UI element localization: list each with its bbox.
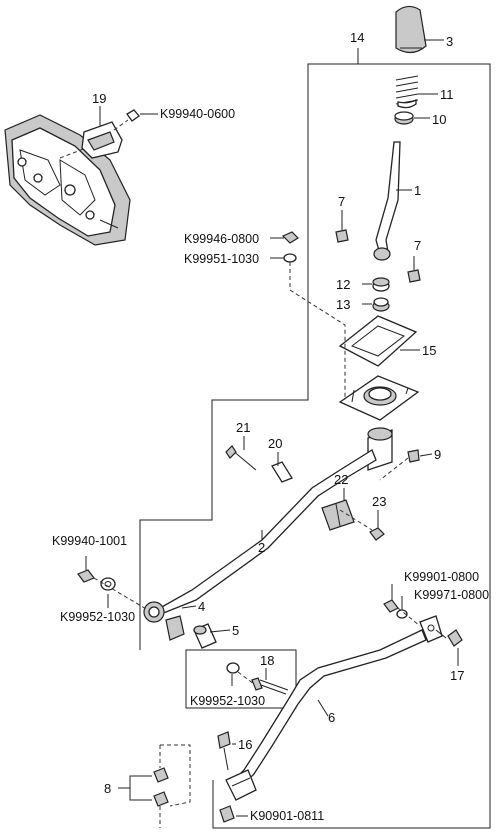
part-number-k99940-1001: K99940-1001 [52, 534, 127, 548]
bolt-17 [435, 629, 463, 647]
callout-23: 23 [372, 494, 386, 509]
bolt-9 [379, 449, 420, 481]
washer-k99951 [283, 253, 297, 263]
callout-7-lower: 7 [414, 238, 421, 253]
lever-housing [338, 375, 420, 421]
callout-7-upper: 7 [338, 194, 345, 209]
leader-lines [85, 39, 459, 817]
callout-10: 10 [432, 112, 446, 127]
callout-21: 21 [236, 420, 250, 435]
bolt-16 [217, 731, 231, 771]
pin-20 [271, 461, 293, 483]
callout-16: 16 [238, 737, 252, 752]
nut-k90901 [219, 805, 235, 823]
callout-5: 5 [232, 623, 239, 638]
callout-13: 13 [336, 297, 350, 312]
callout-labels: 3 14 11 10 1 7 7 19 12 13 15 9 21 20 22 … [92, 30, 464, 796]
bolt-7-lower [407, 256, 421, 283]
shift-lever-1 [373, 141, 401, 261]
part-number-k99971-0800: K99971-0800 [414, 588, 489, 602]
stud-18 [226, 662, 289, 695]
nut-k99901 [383, 599, 399, 613]
callout-11: 11 [440, 87, 454, 102]
part-number-k99951-1030: K99951-1030 [184, 252, 259, 266]
boot-plate-15 [338, 315, 418, 367]
callout-15: 15 [422, 343, 436, 358]
body-panel-illustration [4, 114, 131, 246]
bushing-10 [394, 111, 414, 125]
assembly-group-outline [139, 63, 491, 829]
callout-2: 2 [258, 540, 265, 555]
bolt-7-upper [335, 210, 349, 243]
nut-k99946 [281, 231, 299, 244]
bushing-13 [372, 297, 390, 312]
nut-k99940-1001 [77, 569, 95, 583]
callout-1: 1 [414, 183, 421, 198]
callout-20: 20 [268, 436, 282, 451]
part-number-k99946-0800: K99946-0800 [184, 232, 259, 246]
callout-18: 18 [260, 653, 274, 668]
bolt-21 [225, 445, 257, 471]
collar-5 [193, 623, 217, 649]
callout-6: 6 [328, 710, 335, 725]
part-number-labels: K99940-0600 K99946-0800 K99951-1030 K999… [52, 107, 489, 823]
lower-bracket [225, 769, 257, 801]
block-22 [321, 499, 355, 531]
callout-14: 14 [350, 30, 364, 45]
callout-12: 12 [336, 277, 350, 292]
callout-19: 19 [92, 91, 106, 106]
washer-k99952-left [100, 577, 116, 591]
nut-23 [339, 509, 385, 541]
callout-9: 9 [434, 447, 441, 462]
bracket-right [419, 615, 443, 643]
callout-22: 22 [334, 472, 348, 487]
part-number-k99901-0800: K99901-0800 [404, 570, 479, 584]
cup-12 [372, 277, 390, 292]
part-number-k90901-0811: K90901-0811 [250, 809, 324, 823]
callout-17: 17 [450, 668, 464, 683]
part-number-k99952-1030-box: K99952-1030 [190, 694, 265, 708]
callout-3: 3 [446, 34, 453, 49]
cover-plate-19 [59, 109, 140, 159]
bushing-4 [143, 601, 185, 641]
part-number-k99952-1030-left: K99952-1030 [60, 610, 135, 624]
callout-4: 4 [198, 599, 205, 614]
clip-8-lower [153, 791, 169, 807]
clip-8-upper [153, 767, 169, 783]
part-number-k99940-0600: K99940-0600 [160, 107, 235, 121]
selector-boss [367, 427, 393, 471]
callout-8: 8 [104, 781, 111, 796]
shift-knob-3 [395, 5, 427, 54]
spring-11 [395, 75, 419, 109]
